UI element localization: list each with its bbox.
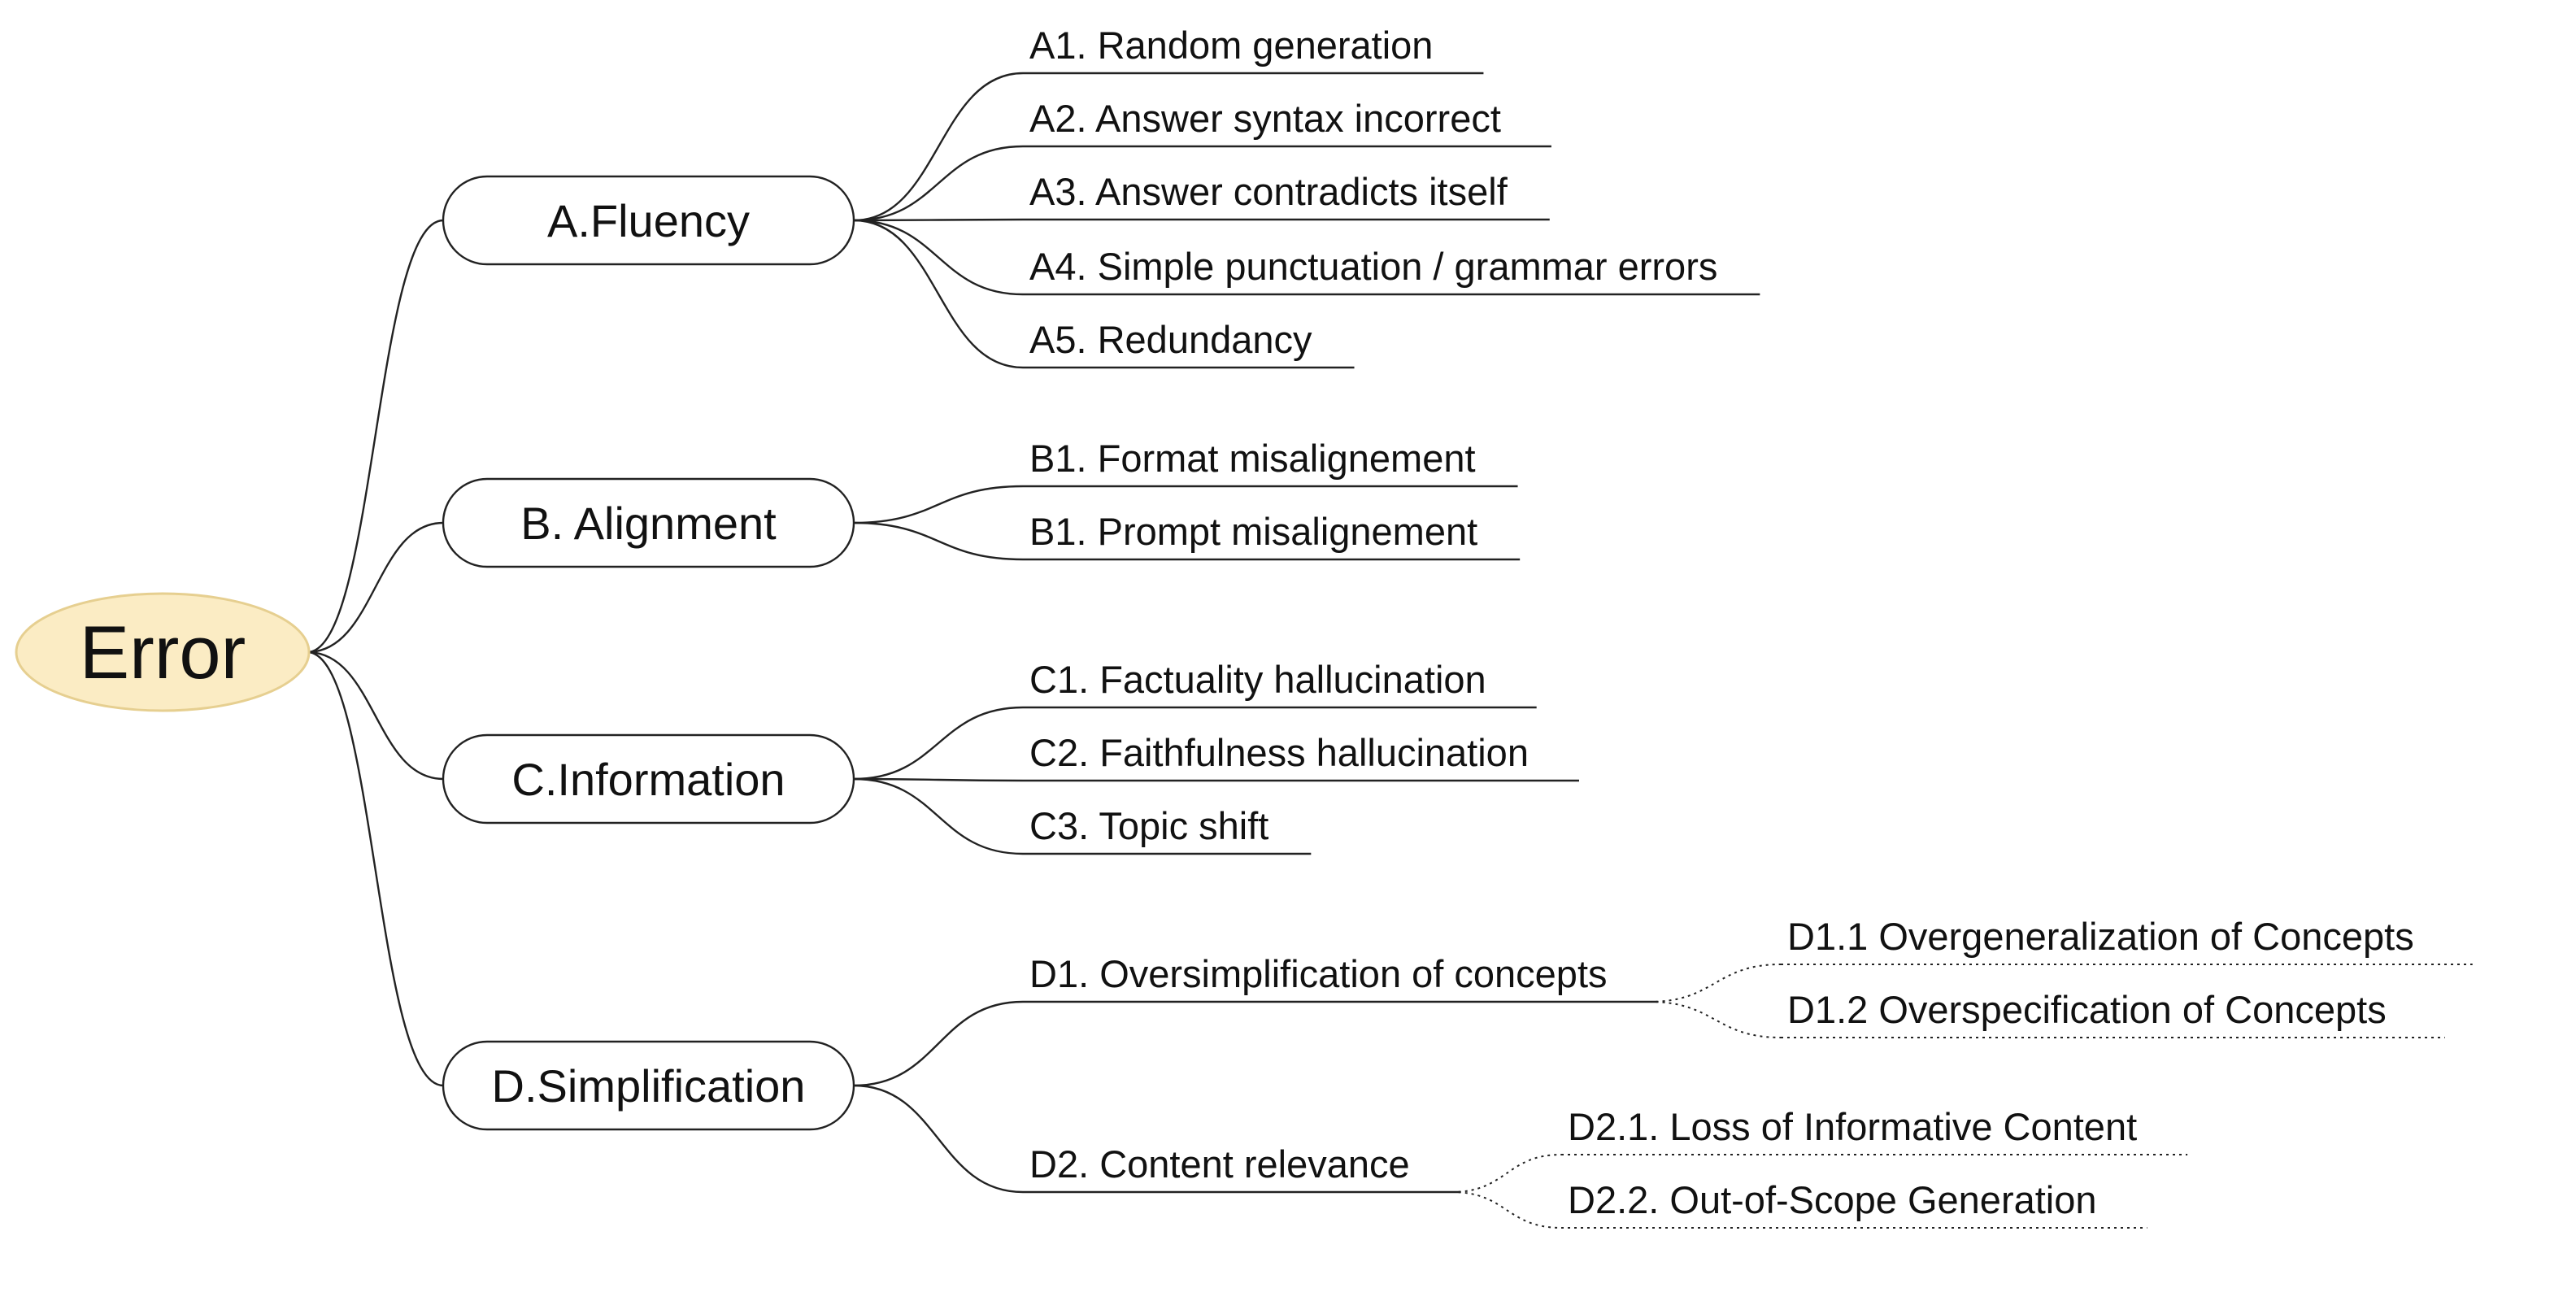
connector <box>853 777 1024 782</box>
connector <box>307 219 444 654</box>
connector <box>853 485 1024 524</box>
leaf-d2-content-relevance: D2. Content relevance <box>1029 1142 1410 1186</box>
root-node <box>15 592 311 712</box>
category-node-b <box>442 477 855 568</box>
leaf-d2-1-loss-of-informative-content: D2.1. Loss of Informative Content <box>1568 1105 2137 1148</box>
connector <box>1451 1154 1562 1193</box>
connector <box>853 219 1024 369</box>
connector <box>853 72 1024 222</box>
connector <box>853 145 1024 222</box>
leaf-d1-1-overgeneralization-of-concepts: D1.1 Overgeneralization of Concepts <box>1787 915 2414 958</box>
connector <box>307 521 444 654</box>
connector <box>853 1000 1024 1087</box>
category-node-c <box>442 733 855 825</box>
leaf-c1-factuality-hallucination: C1. Factuality hallucination <box>1029 658 1486 701</box>
leaf-c3-topic-shift: C3. Topic shift <box>1029 804 1268 847</box>
leaf-b1-prompt-misalignement: B1. Prompt misalignement <box>1029 510 1477 553</box>
leaf-d2-2-out-of-scope-generation: D2.2. Out-of-Scope Generation <box>1568 1178 2097 1221</box>
connector <box>1649 964 1782 1003</box>
connector <box>307 650 444 781</box>
connector <box>853 777 1024 855</box>
category-label-b: B. Alignment <box>520 498 777 549</box>
leaf-a3-answer-contradicts-itself: A3. Answer contradicts itself <box>1029 170 1508 213</box>
connector <box>853 219 1024 296</box>
category-label-d: D.Simplification <box>492 1060 806 1112</box>
leaf-b1-format-misalignement: B1. Format misalignement <box>1029 437 1476 480</box>
connectors <box>307 72 2473 1229</box>
category-node-a <box>442 175 855 266</box>
leaf-d1-oversimplification-of-concepts: D1. Oversimplification of concepts <box>1029 952 1608 995</box>
leaf-a2-answer-syntax-incorrect: A2. Answer syntax incorrect <box>1029 97 1501 140</box>
connector <box>1451 1191 1562 1229</box>
category-label-c: C.Information <box>511 754 785 805</box>
connector <box>307 650 444 1087</box>
category-label-a: A.Fluency <box>547 195 750 246</box>
leaf-d1-2-overspecification-of-concepts: D1.2 Overspecification of Concepts <box>1787 988 2387 1031</box>
leaf-a1-random-generation: A1. Random generation <box>1029 24 1433 67</box>
connector <box>1649 1001 1782 1038</box>
connector <box>853 706 1024 781</box>
root-label: Error <box>80 611 246 694</box>
leaf-a5-redundancy: A5. Redundancy <box>1029 318 1312 361</box>
leaf-a4-simple-punctuation-grammar-errors: A4. Simple punctuation / grammar errors <box>1029 245 1717 288</box>
connector <box>853 1084 1024 1194</box>
category-node-d <box>442 1040 855 1131</box>
leaf-c2-faithfulness-hallucination: C2. Faithfulness hallucination <box>1029 731 1529 774</box>
connector <box>853 521 1024 561</box>
